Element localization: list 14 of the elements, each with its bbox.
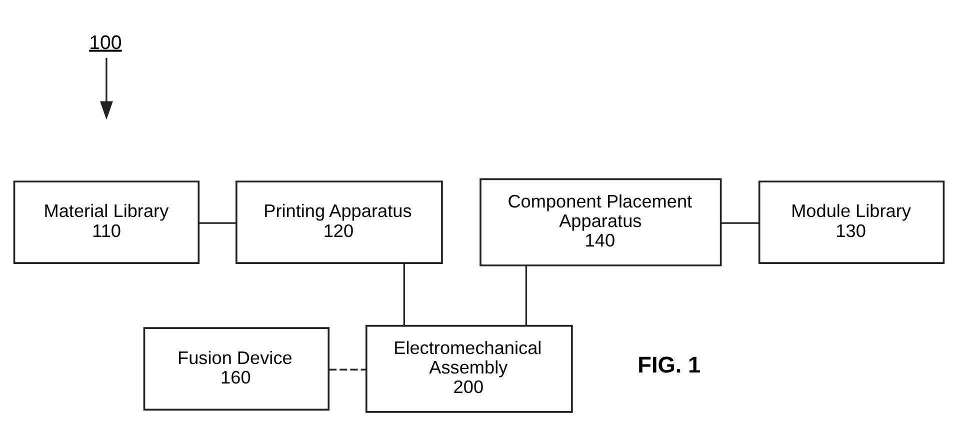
connector [329, 368, 366, 370]
node-box: Electromechanical Assembly 200 [366, 324, 573, 412]
connector [525, 264, 528, 325]
node-box: Component Placement Apparatus 140 [480, 178, 722, 266]
node-box: Fusion Device 160 [143, 326, 330, 410]
node-box: Module Library 130 [758, 180, 945, 264]
node-text: 100 [89, 31, 122, 54]
node-box: Material Library 110 [13, 180, 200, 264]
arrow [100, 57, 113, 120]
connector [199, 222, 236, 224]
label: FIG. 1 [638, 351, 701, 378]
connector [720, 222, 760, 224]
connector [403, 262, 406, 326]
node-box: Printing Apparatus 120 [236, 180, 443, 264]
